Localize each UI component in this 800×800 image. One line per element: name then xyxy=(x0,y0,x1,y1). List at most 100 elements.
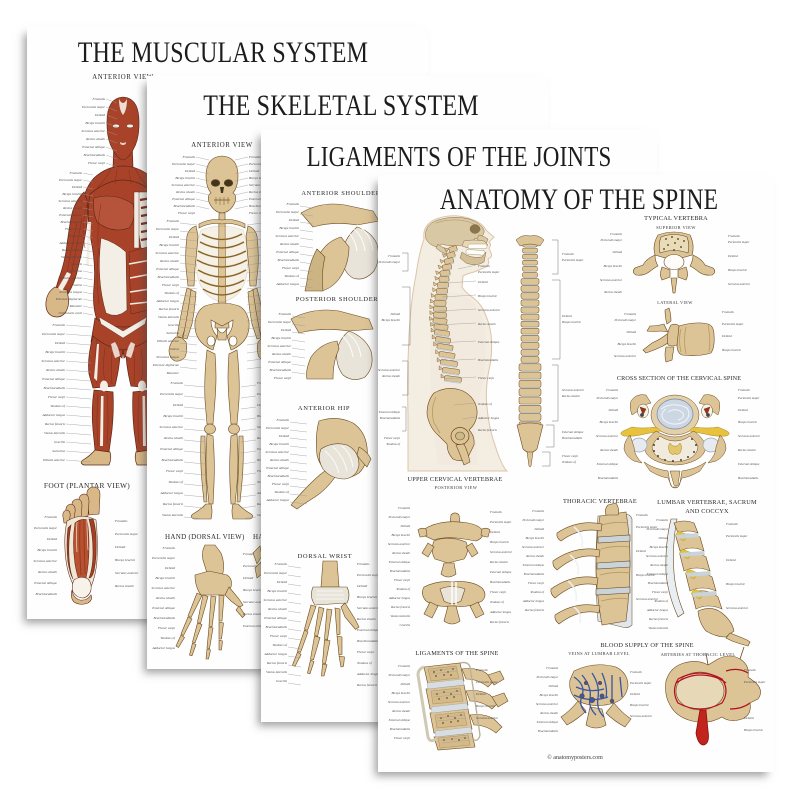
svg-text:Frontalis: Frontalis xyxy=(182,155,196,159)
svg-text:Biceps brachii: Biceps brachii xyxy=(617,342,636,346)
svg-text:Tibialis anterior: Tibialis anterior xyxy=(43,458,66,462)
svg-text:Frontalis: Frontalis xyxy=(397,506,411,510)
svg-text:Brachioradialis: Brachioradialis xyxy=(268,474,290,478)
svg-text:Frontalis: Frontalis xyxy=(52,323,66,327)
svg-text:Deltoid: Deltoid xyxy=(725,558,736,562)
svg-text:External oblique: External oblique xyxy=(41,377,65,381)
svg-text:Frontalis: Frontalis xyxy=(166,219,180,223)
svg-text:Flexor carpi: Flexor carpi xyxy=(271,482,289,486)
svg-text:Flexor carpi: Flexor carpi xyxy=(273,376,291,380)
svg-text:Masseter: Masseter xyxy=(166,371,180,375)
svg-text:VEINS AT LUMBAR LEVEL: VEINS AT LUMBAR LEVEL xyxy=(568,651,630,656)
svg-text:External oblique: External oblique xyxy=(388,560,411,564)
svg-text:CROSS SECTION OF THE CERVICAL: CROSS SECTION OF THE CERVICAL SPINE xyxy=(617,375,741,382)
svg-text:Vastus lateralis: Vastus lateralis xyxy=(44,431,65,435)
svg-text:Vastus lateralis: Vastus lateralis xyxy=(162,513,183,517)
svg-text:External oblique: External oblique xyxy=(737,462,760,466)
svg-text:Tendons of: Tendons of xyxy=(67,234,83,238)
svg-text:Frontalis: Frontalis xyxy=(162,546,176,550)
svg-text:External oblique: External oblique xyxy=(81,145,105,149)
svg-text:Biceps brachii: Biceps brachii xyxy=(357,595,377,599)
svg-text:Tendons of: Tendons of xyxy=(357,661,373,665)
svg-text:External oblique: External oblique xyxy=(378,410,401,414)
svg-text:Biceps brachii: Biceps brachii xyxy=(562,320,581,324)
svg-text:Tendons of: Tendons of xyxy=(562,460,577,464)
svg-text:ANTERIOR VIEW: ANTERIOR VIEW xyxy=(191,142,252,149)
svg-text:Serratus anterior: Serratus anterior xyxy=(646,554,669,558)
svg-text:Gracilis: Gracilis xyxy=(276,679,288,683)
svg-text:Pectoralis major: Pectoralis major xyxy=(356,573,381,577)
svg-text:Rectus femoris: Rectus femoris xyxy=(356,683,378,687)
svg-text:Adductor longus: Adductor longus xyxy=(477,416,500,420)
svg-text:Serratus anterior: Serratus anterior xyxy=(490,550,513,554)
svg-text:Deltoid: Deltoid xyxy=(276,580,287,584)
svg-text:Deltoid: Deltoid xyxy=(611,250,622,254)
svg-text:Deltoid: Deltoid xyxy=(172,403,183,407)
svg-text:Rectus sheath: Rectus sheath xyxy=(271,352,291,356)
svg-text:External oblique: External oblique xyxy=(388,718,411,722)
svg-text:Pectoralis major: Pectoralis major xyxy=(242,564,267,568)
svg-text:Frontalis: Frontalis xyxy=(743,668,757,672)
svg-text:Adductor longus: Adductor longus xyxy=(522,599,545,603)
svg-text:Pectoralis major: Pectoralis major xyxy=(58,178,83,182)
svg-text:Deltoid: Deltoid xyxy=(657,536,668,540)
svg-text:Rectus femoris: Rectus femoris xyxy=(489,620,510,624)
svg-text:Brachioradialis: Brachioradialis xyxy=(158,275,180,279)
svg-text:Adductor longus: Adductor longus xyxy=(58,241,82,245)
svg-text:Biceps brachii: Biceps brachii xyxy=(738,420,757,424)
svg-text:Pectoralis major: Pectoralis major xyxy=(248,162,273,166)
svg-text:Flexor carpi: Flexor carpi xyxy=(477,376,494,380)
svg-text:Soleus: Soleus xyxy=(73,283,83,287)
svg-text:Tibialis anterior: Tibialis anterior xyxy=(60,276,83,280)
svg-text:Tendons of: Tendons of xyxy=(396,587,411,591)
svg-text:Rectus femoris: Rectus femoris xyxy=(524,608,545,612)
svg-text:Flexor carpi: Flexor carpi xyxy=(393,578,410,582)
svg-text:Gracilis: Gracilis xyxy=(400,623,411,627)
svg-text:External oblique: External oblique xyxy=(561,430,584,434)
svg-text:Biceps brachii: Biceps brachii xyxy=(636,573,655,577)
svg-text:Deltoid: Deltoid xyxy=(489,530,500,534)
svg-text:Rectus sheath: Rectus sheath xyxy=(155,596,175,600)
svg-text:External oblique: External oblique xyxy=(536,720,559,724)
svg-text:Pectoralis major: Pectoralis major xyxy=(535,675,558,679)
svg-text:Pectoralis major: Pectoralis major xyxy=(171,162,196,166)
svg-text:Serratus anterior: Serratus anterior xyxy=(42,359,66,363)
svg-text:Biceps brachii: Biceps brachii xyxy=(744,728,763,732)
svg-text:Frontalis: Frontalis xyxy=(727,234,741,238)
svg-text:Flexor carpi: Flexor carpi xyxy=(248,211,266,215)
svg-text:Rectus sheath: Rectus sheath xyxy=(279,242,299,246)
svg-text:Brachioradialis: Brachioradialis xyxy=(61,220,83,224)
svg-text:Frontalis: Frontalis xyxy=(489,510,503,514)
svg-text:Biceps brachii: Biceps brachii xyxy=(115,558,135,562)
svg-text:Pectoralis major: Pectoralis major xyxy=(155,227,180,231)
svg-text:Pectoralis major: Pectoralis major xyxy=(613,318,636,322)
svg-text:Deltoid: Deltoid xyxy=(547,684,558,688)
svg-text:Brachioradialis: Brachioradialis xyxy=(390,727,411,731)
svg-text:Rectus sheath: Rectus sheath xyxy=(159,259,179,263)
svg-text:External oblique: External oblique xyxy=(151,606,175,610)
svg-text:Flexor carpi: Flexor carpi xyxy=(161,283,179,287)
svg-text:Pectoralis major: Pectoralis major xyxy=(387,673,410,677)
svg-text:Rectus sheath: Rectus sheath xyxy=(649,563,668,567)
svg-text:Frontalis: Frontalis xyxy=(92,97,106,101)
svg-text:Flexor carpi: Flexor carpi xyxy=(561,454,578,458)
svg-text:Frontalis: Frontalis xyxy=(286,202,300,206)
svg-text:Serratus anterior: Serratus anterior xyxy=(388,542,411,546)
svg-text:BLOOD SUPPLY OF THE SPINE: BLOOD SUPPLY OF THE SPINE xyxy=(600,642,693,649)
svg-text:Tendons of: Tendons of xyxy=(168,480,184,484)
svg-text:Biceps brachii: Biceps brachii xyxy=(271,336,291,340)
svg-text:Adductor longus: Adductor longus xyxy=(489,610,512,614)
svg-text:Rectus sheath: Rectus sheath xyxy=(489,560,508,564)
svg-text:Deltoid: Deltoid xyxy=(389,312,400,316)
svg-text:Deltoid: Deltoid xyxy=(477,280,488,284)
svg-text:Biceps brachii: Biceps brachii xyxy=(391,691,410,695)
svg-text:Deltoid: Deltoid xyxy=(168,235,179,239)
svg-text:LUMBAR VERTEBRAE, SACRUM: LUMBAR VERTEBRAE, SACRUM xyxy=(657,499,757,506)
svg-text:ARTERIES AT THORACIC LEVEL: ARTERIES AT THORACIC LEVEL xyxy=(661,652,736,657)
svg-text:Pectoralis major: Pectoralis major xyxy=(635,525,658,529)
svg-text:Flexor carpi: Flexor carpi xyxy=(527,581,544,585)
svg-text:External oblique: External oblique xyxy=(263,616,287,620)
svg-text:Deltoid: Deltoid xyxy=(475,692,486,696)
svg-text:Brachioradialis: Brachioradialis xyxy=(524,572,545,576)
svg-text:Rectus sheath: Rectus sheath xyxy=(603,290,622,294)
